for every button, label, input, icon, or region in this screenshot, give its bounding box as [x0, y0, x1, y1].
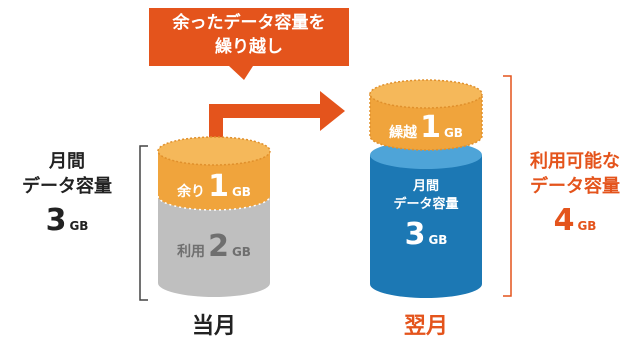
next-month-capacity-unit: GB — [428, 233, 448, 247]
carryover-amount: 1 — [420, 110, 441, 145]
next-month-bracket — [503, 75, 512, 297]
surplus-label-text: 余り — [177, 184, 206, 200]
this-month-capacity-unit: GB — [69, 219, 89, 233]
next-month-caption: 翌月 — [403, 314, 448, 339]
carryover-data-cylinder — [369, 79, 483, 151]
surplus-data-cylinder — [157, 136, 271, 211]
carryover-arrow — [209, 91, 345, 145]
carryover-callout: 余ったデータ容量を 繰り越し — [149, 11, 349, 59]
callout-line-1: 余ったデータ容量を — [172, 13, 326, 33]
used-data-cylinder — [158, 196, 270, 297]
next-month-capacity-line-2: データ容量 — [393, 197, 459, 212]
used-unit: GB — [231, 245, 251, 259]
available-capacity-line-2: データ容量 — [530, 176, 620, 197]
callout-line-2: 繰り越し — [215, 37, 283, 57]
carryover-unit: GB — [443, 126, 463, 140]
this-month-bracket — [139, 145, 148, 301]
this-month-caption: 当月 — [191, 314, 236, 339]
next-month-capacity-line-1: 月間 — [412, 179, 439, 194]
this-month-capacity-line-2: データ容量 — [22, 176, 112, 197]
callout-box — [149, 8, 349, 80]
carryover-label-text: 繰越 — [389, 125, 418, 141]
next-month-capacity-amount: 3 — [404, 217, 426, 252]
this-month-capacity-line-1: 月間 — [49, 151, 85, 172]
used-label-text: 利用 — [177, 244, 206, 260]
surplus-amount: 1 — [208, 169, 229, 204]
available-capacity-unit: GB — [577, 219, 597, 233]
surplus-unit: GB — [231, 185, 251, 199]
used-amount: 2 — [208, 229, 229, 264]
available-capacity-amount: 4 — [553, 203, 575, 238]
this-month-capacity-amount: 3 — [45, 203, 67, 238]
available-capacity-line-1: 利用可能な — [530, 151, 620, 172]
